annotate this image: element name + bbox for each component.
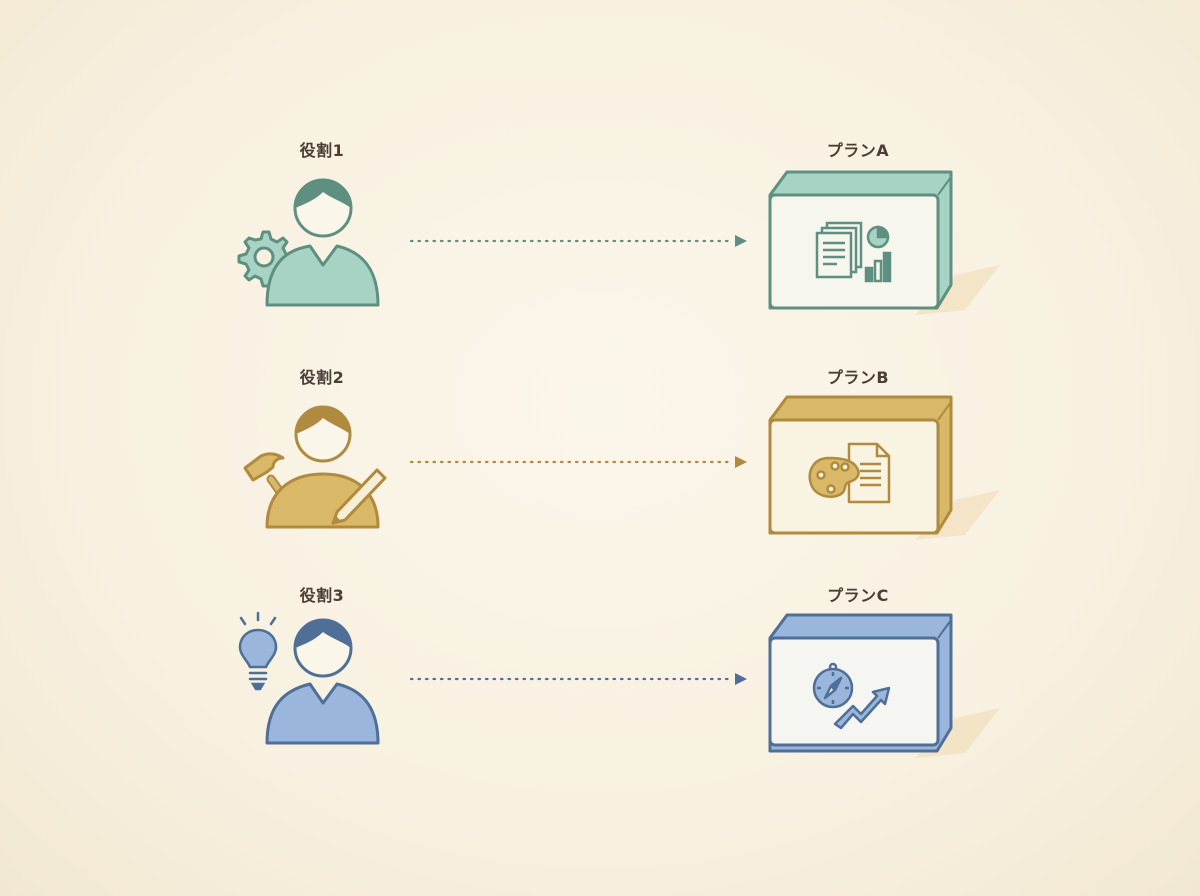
connector-arrow-2 [409,456,747,468]
role-3-label: 役割3 [299,586,345,605]
pencil-icon [331,468,387,525]
role-2-person-icon [243,405,387,529]
hammer-icon [243,452,288,501]
role-1-person-icon [237,178,380,307]
connector-arrow-3 [409,673,747,685]
lightbulb-icon [238,611,278,691]
plan-a-box[interactable] [765,165,1005,325]
plan-b-label: プランB [826,368,890,387]
connector-arrow-1 [409,235,747,247]
palette-and-document-icon [808,442,891,504]
plan-b-box[interactable] [765,390,1005,550]
role-3-person-icon [238,611,380,745]
plan-c-label: プランC [827,586,889,605]
role-1-label: 役割1 [299,141,345,160]
documents-and-charts-icon [815,221,892,283]
plan-a-label: プランA [826,141,890,160]
role-2-label: 役割2 [299,368,345,387]
plan-c-box[interactable] [765,608,1005,768]
compass-and-growth-arrow-icon [812,662,891,730]
